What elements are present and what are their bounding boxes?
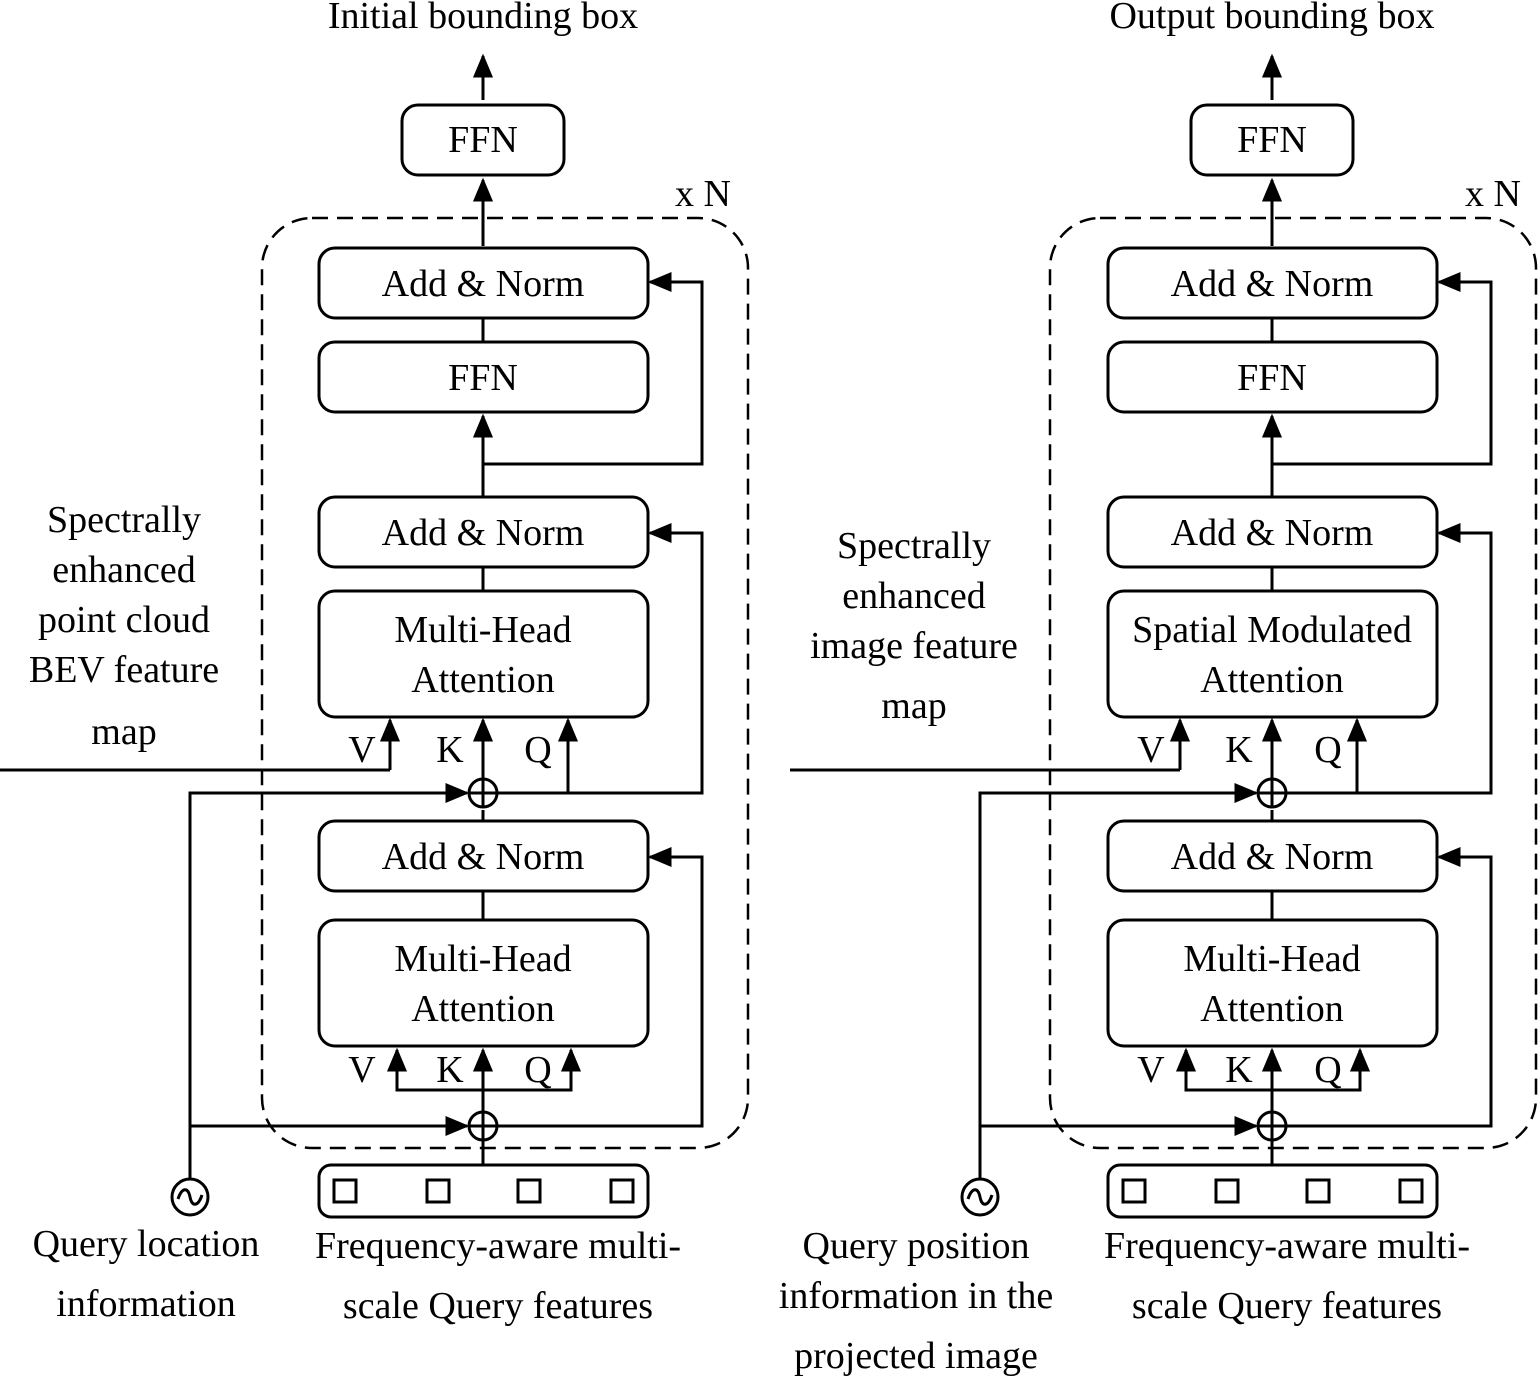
add-norm-1-label: Add & Norm xyxy=(382,836,585,878)
query-label-3: projected image xyxy=(794,1335,1038,1377)
spatial-modulated-attention-box xyxy=(1106,589,1439,719)
residual-1 xyxy=(498,846,704,1128)
q-arrow xyxy=(1272,1047,1371,1092)
input-label-2: enhanced xyxy=(52,549,195,591)
self-attention-label-1: Multi-Head xyxy=(1183,938,1360,980)
self-attention-label-1: Multi-Head xyxy=(394,938,571,980)
feature-square-icon xyxy=(1121,1178,1147,1204)
q-label: Q xyxy=(524,1049,551,1091)
sine-wave-icon xyxy=(176,1188,204,1206)
add-norm-2-label: Add & Norm xyxy=(382,512,585,554)
add-norm-1-label: Add & Norm xyxy=(1171,836,1374,878)
input-label-5: map xyxy=(91,711,156,753)
self-attention-label-2: Attention xyxy=(411,988,555,1030)
add-norm-3-label: Add & Norm xyxy=(382,263,585,305)
ffn-inner-box xyxy=(1106,340,1439,414)
sine-wave-icon xyxy=(966,1188,994,1206)
k-label: K xyxy=(1225,729,1253,771)
k-label: K xyxy=(1225,1049,1253,1091)
left-title: Initial bounding box xyxy=(328,0,638,37)
query-pos-line-upper xyxy=(188,782,470,1183)
query-features-box xyxy=(1106,1163,1439,1219)
features-label-1: Frequency-aware multi- xyxy=(315,1225,681,1267)
repeat-container xyxy=(1048,216,1538,1150)
residual-2 xyxy=(1287,522,1493,795)
query-label-2: information in the xyxy=(779,1275,1053,1317)
add-norm-3-label: Add & Norm xyxy=(1171,263,1374,305)
cross-attention-box xyxy=(317,589,650,719)
cross-attention-label-1: Multi-Head xyxy=(394,609,571,651)
ffn-top-label: FFN xyxy=(1237,119,1307,161)
feature-square-icon xyxy=(332,1178,358,1204)
q-label: Q xyxy=(524,729,551,771)
feature-square-icon xyxy=(1305,1178,1331,1204)
input-label-4: BEV feature xyxy=(29,649,219,691)
ffn-inner-box xyxy=(317,340,650,414)
cross-attention-label-2: Attention xyxy=(411,659,555,701)
residual-1 xyxy=(1287,846,1493,1128)
input-label-1: Spectrally xyxy=(47,499,201,541)
q-label: Q xyxy=(1314,729,1341,771)
query-features-box xyxy=(317,1163,650,1219)
q-label: Q xyxy=(1314,1049,1341,1091)
query-label-1: Query position xyxy=(803,1225,1030,1267)
v-label: V xyxy=(348,729,376,771)
query-label-1: Query location xyxy=(33,1223,260,1265)
v-arrow xyxy=(1175,1047,1272,1092)
cross-attention-label-2: Attention xyxy=(1200,659,1344,701)
right-title: Output bounding box xyxy=(1109,0,1434,37)
residual-3 xyxy=(1272,271,1493,466)
v-label: V xyxy=(1137,729,1165,771)
residual-3 xyxy=(483,271,704,466)
feature-square-icon xyxy=(425,1178,451,1204)
self-attention-box xyxy=(1106,918,1439,1048)
right-decoder: Output bounding box FFN x N Add & Norm F… xyxy=(779,0,1538,1377)
v-arrow xyxy=(386,1047,483,1092)
repeat-label: x N xyxy=(675,173,731,215)
input-label-2: enhanced xyxy=(842,575,985,617)
features-label-1: Frequency-aware multi- xyxy=(1104,1225,1470,1267)
query-label-2: information xyxy=(56,1283,235,1325)
residual-2 xyxy=(498,522,704,795)
left-decoder: Initial bounding box FFN x N Add & Norm … xyxy=(0,0,750,1327)
feature-square-icon xyxy=(1214,1178,1240,1204)
features-label-2: scale Query features xyxy=(343,1285,653,1327)
feature-square-icon xyxy=(609,1178,635,1204)
input-label-3: image feature xyxy=(810,625,1018,667)
q-arrow xyxy=(483,1047,582,1092)
ffn-top-box xyxy=(1189,103,1355,177)
v-label: V xyxy=(1137,1049,1165,1091)
ffn-top-box xyxy=(400,103,566,177)
cross-attention-label-1: Spatial Modulated xyxy=(1132,609,1412,651)
v-label: V xyxy=(348,1049,376,1091)
repeat-label: x N xyxy=(1465,173,1521,215)
feature-square-icon xyxy=(1398,1178,1424,1204)
input-label-1: Spectrally xyxy=(837,525,991,567)
ffn-inner-label: FFN xyxy=(448,357,518,399)
self-attention-label-2: Attention xyxy=(1200,988,1344,1030)
self-attention-box xyxy=(317,918,650,1048)
ffn-inner-label: FFN xyxy=(1237,357,1307,399)
k-label: K xyxy=(436,729,464,771)
k-label: K xyxy=(436,1049,464,1091)
input-label-4: map xyxy=(881,685,946,727)
feature-square-icon xyxy=(516,1178,542,1204)
ffn-top-label: FFN xyxy=(448,119,518,161)
input-label-3: point cloud xyxy=(38,599,210,641)
query-pos-line-upper xyxy=(978,782,1259,1183)
add-norm-2-label: Add & Norm xyxy=(1171,512,1374,554)
repeat-container xyxy=(260,216,750,1150)
features-label-2: scale Query features xyxy=(1132,1285,1442,1327)
